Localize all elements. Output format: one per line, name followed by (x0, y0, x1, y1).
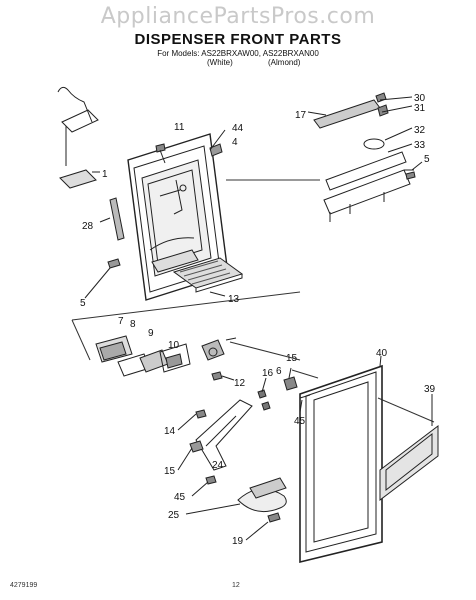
callout: 30 (414, 93, 426, 104)
part-wire-bracket (57, 86, 100, 189)
part-lens (379, 394, 439, 502)
callout: 17 (295, 110, 307, 121)
callout: 33 (414, 140, 426, 151)
callout: 28 (82, 221, 94, 232)
callout: 40 (376, 348, 388, 359)
page-number: 12 (232, 582, 240, 589)
part-drip-grille (172, 257, 244, 297)
callout: 39 (424, 384, 436, 395)
callout: 25 (168, 510, 180, 521)
callout: 32 (414, 125, 426, 136)
callout: 9 (148, 328, 154, 339)
callout: 4 (232, 137, 238, 148)
part-switch-bracket (159, 337, 237, 381)
part-small-hardware (257, 367, 311, 413)
part-dispenser-housing (127, 129, 229, 301)
callout: 45 (174, 492, 186, 503)
callout: 15 (286, 353, 298, 364)
part-lever-arm (177, 399, 253, 497)
callout-labels: 30 31 17 32 33 5 11 44 4 1 28 5 13 7 8 9… (80, 93, 436, 547)
model-numbers: For Models: AS22BRXAW00, AS22BRXAN00 (157, 49, 319, 58)
part-screw-left (84, 258, 121, 299)
callout: 5 (424, 154, 430, 165)
page-title: DISPENSER FRONT PARTS (134, 31, 342, 48)
part-ice-chute (185, 477, 287, 541)
callout: 7 (118, 316, 124, 327)
part-actuator-pads (95, 335, 169, 377)
callout: 31 (414, 103, 426, 114)
callout: 5 (80, 298, 86, 309)
callout: 6 (276, 366, 282, 377)
callout: 1 (102, 169, 108, 180)
callout: 19 (232, 536, 244, 547)
callout: 8 (130, 319, 136, 330)
callout: 10 (168, 340, 180, 351)
document-number: 4279199 (10, 582, 38, 589)
callout: 15 (164, 466, 176, 477)
callout: 44 (232, 123, 244, 134)
callout: 14 (164, 426, 176, 437)
callout: 12 (234, 378, 246, 389)
part-lever-assembly (307, 92, 423, 222)
callout: 45 (294, 416, 306, 427)
color-white-label: (White) (207, 58, 233, 67)
part-strip (99, 197, 125, 241)
color-almond-label: (Almond) (268, 58, 301, 67)
callout: 24 (212, 460, 224, 471)
callout: 16 (262, 368, 274, 379)
callout: 11 (174, 122, 185, 133)
part-front-panel (299, 355, 383, 564)
watermark: AppliancePartsPros.com (100, 4, 376, 29)
callout: 13 (228, 294, 240, 305)
connection-lines (71, 179, 435, 423)
